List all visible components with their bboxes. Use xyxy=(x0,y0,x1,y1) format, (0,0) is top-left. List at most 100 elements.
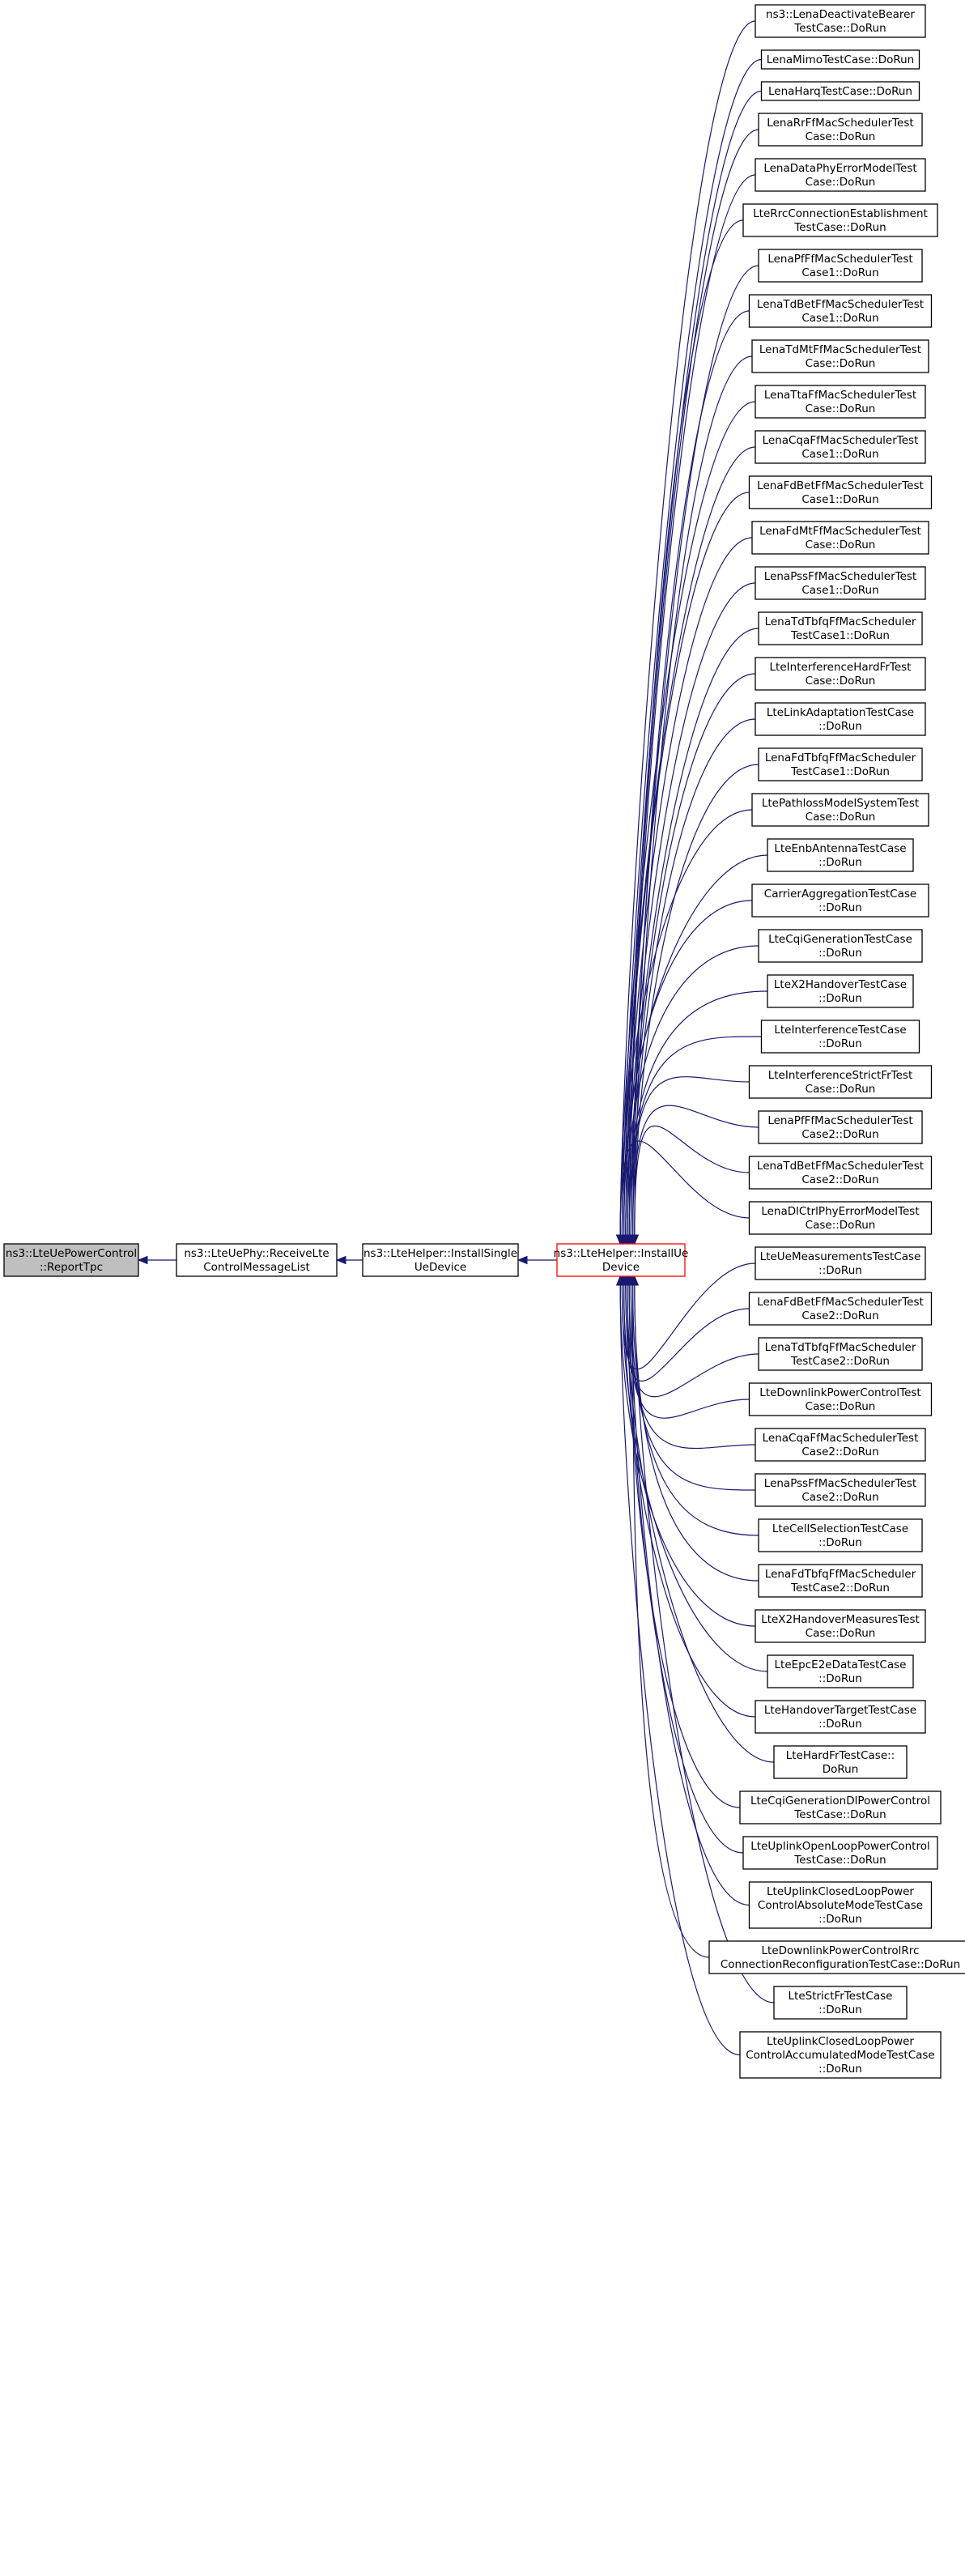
caller-node-label-line: ControlAbsoluteModeTestCase xyxy=(758,1899,923,1912)
caller-node[interactable]: LteCellSelectionTestCase::DoRun xyxy=(758,1518,923,1552)
caller-node-label-line: Case::DoRun xyxy=(806,1400,876,1413)
caller-node[interactable]: LteDownlinkPowerControlRrcConnectionReco… xyxy=(708,1940,965,1974)
caller-node-label-line: Case2::DoRun xyxy=(801,1446,878,1458)
caller-node-label-line: Case1::DoRun xyxy=(801,312,878,325)
chain-edge-arrow xyxy=(137,1255,148,1265)
caller-node-label-line: TestCase::DoRun xyxy=(793,221,886,234)
caller-node[interactable]: CarrierAggregationTestCase::DoRun xyxy=(751,884,929,918)
caller-node[interactable]: LteX2HandoverTestCase::DoRun xyxy=(767,974,914,1008)
caller-node-label-line: Case::DoRun xyxy=(806,539,876,551)
caller-edge xyxy=(627,174,756,1237)
caller-edge xyxy=(621,58,762,1237)
caller-node-box xyxy=(739,2031,942,2079)
caller-node-label-line: Case::DoRun xyxy=(806,1219,876,1232)
caller-node-label-line: LteInterferenceTestCase xyxy=(774,1024,906,1037)
caller-node-label-line: ::DoRun xyxy=(818,1536,862,1549)
caller-node[interactable]: LteEpcE2eDataTestCase::DoRun xyxy=(767,1654,914,1688)
caller-node[interactable]: LteStrictFrTestCase::DoRun xyxy=(773,1986,908,2020)
caller-node-label-line: LenaRrFfMacSchedulerTest xyxy=(767,117,913,130)
caller-node-label-line: DoRun xyxy=(823,1763,859,1776)
caller-edge xyxy=(627,990,768,1237)
caller-node[interactable]: LteHandoverTargetTestCase::DoRun xyxy=(755,1700,926,1734)
caller-node-label-line: ControlAccumulatedModeTestCase xyxy=(746,2049,935,2062)
caller-node-label-line: LenaFdTbfqFfMacScheduler xyxy=(765,752,916,764)
caller-node[interactable]: LenaHarqTestCase::DoRun xyxy=(760,81,920,101)
caller-edge xyxy=(625,129,759,1237)
caller-edge xyxy=(634,764,759,1237)
caller-node[interactable]: LteHardFrTestCase::DoRun xyxy=(773,1745,908,1779)
caller-edge xyxy=(628,1284,744,1854)
caller-node-label-line: Case1::DoRun xyxy=(801,584,878,597)
caller-edge xyxy=(621,1262,756,1370)
caller-edge xyxy=(623,1284,756,1718)
caller-node-label-line: LteHardFrTestCase:: xyxy=(786,1749,895,1762)
chain-node-receive-lte-control-message-list[interactable]: ns3::LteUePhy::ReceiveLteControlMessageL… xyxy=(176,1243,338,1277)
caller-node-label-line: LenaDlCtrlPhyErrorModelTest xyxy=(761,1205,919,1218)
caller-edge xyxy=(621,446,756,1237)
caller-edge xyxy=(627,1284,741,1808)
caller-node-label-line: LteX2HandoverMeasuresTest xyxy=(761,1613,920,1626)
caller-node-box xyxy=(708,1940,965,1974)
caller-node[interactable]: LteCqiGenerationTestCase::DoRun xyxy=(758,929,923,963)
caller-node-box xyxy=(748,475,933,509)
caller-node[interactable]: LteUplinkClosedLoopPowerControlAbsoluteM… xyxy=(748,1881,933,1929)
caller-node-label-line: LenaTdTbfqFfMacScheduler xyxy=(765,615,916,628)
caller-node[interactable]: LteRrcConnectionEstablishmentTestCase::D… xyxy=(742,203,938,237)
caller-node-box xyxy=(760,49,920,70)
caller-node[interactable]: LteCqiGenerationDlPowerControlTestCase::… xyxy=(739,1790,942,1824)
caller-edge xyxy=(632,1284,759,1536)
caller-node-box xyxy=(748,294,933,328)
caller-node-box xyxy=(755,158,926,192)
caller-node-box xyxy=(742,1836,938,1870)
caller-node-label-line: Case2::DoRun xyxy=(801,1491,878,1504)
caller-node-label-line: Case2::DoRun xyxy=(801,1128,878,1141)
caller-node-box xyxy=(748,1881,933,1929)
caller-node[interactable]: LteInterferenceTestCase::DoRun xyxy=(760,1020,920,1054)
caller-node[interactable]: LenaMimoTestCase::DoRun xyxy=(760,49,920,70)
caller-edge-arrow xyxy=(630,1234,640,1245)
chain-node-report-tpc[interactable]: ns3::LteUePowerControl::ReportTpc xyxy=(3,1243,139,1277)
caller-node[interactable]: LteLinkAdaptationTestCase::DoRun xyxy=(755,702,926,736)
caller-node-label-line: Case::DoRun xyxy=(806,402,876,415)
caller-node-label-line: LteEpcE2eDataTestCase xyxy=(775,1658,907,1671)
caller-node-box xyxy=(760,1020,920,1054)
caller-node-label-line: LenaPssFfMacSchedulerTest xyxy=(764,570,916,583)
caller-node-label-line: LteStrictFrTestCase xyxy=(789,1990,893,2003)
caller-node-label-line: Case::DoRun xyxy=(806,811,876,824)
caller-node-box xyxy=(755,430,926,464)
caller-node-label-line: LteUeMeasurementsTestCase xyxy=(760,1250,921,1263)
caller-node[interactable]: LteEnbAntennaTestCase::DoRun xyxy=(767,838,914,872)
caller-node[interactable]: LteUeMeasurementsTestCase::DoRun xyxy=(755,1246,926,1280)
caller-node[interactable]: LteUplinkClosedLoopPowerControlAccumulat… xyxy=(739,2031,942,2079)
caller-node[interactable]: LteUplinkOpenLoopPowerControlTestCase::D… xyxy=(742,1836,938,1870)
caller-node-label-line: LenaFdBetFfMacSchedulerTest xyxy=(757,479,924,492)
